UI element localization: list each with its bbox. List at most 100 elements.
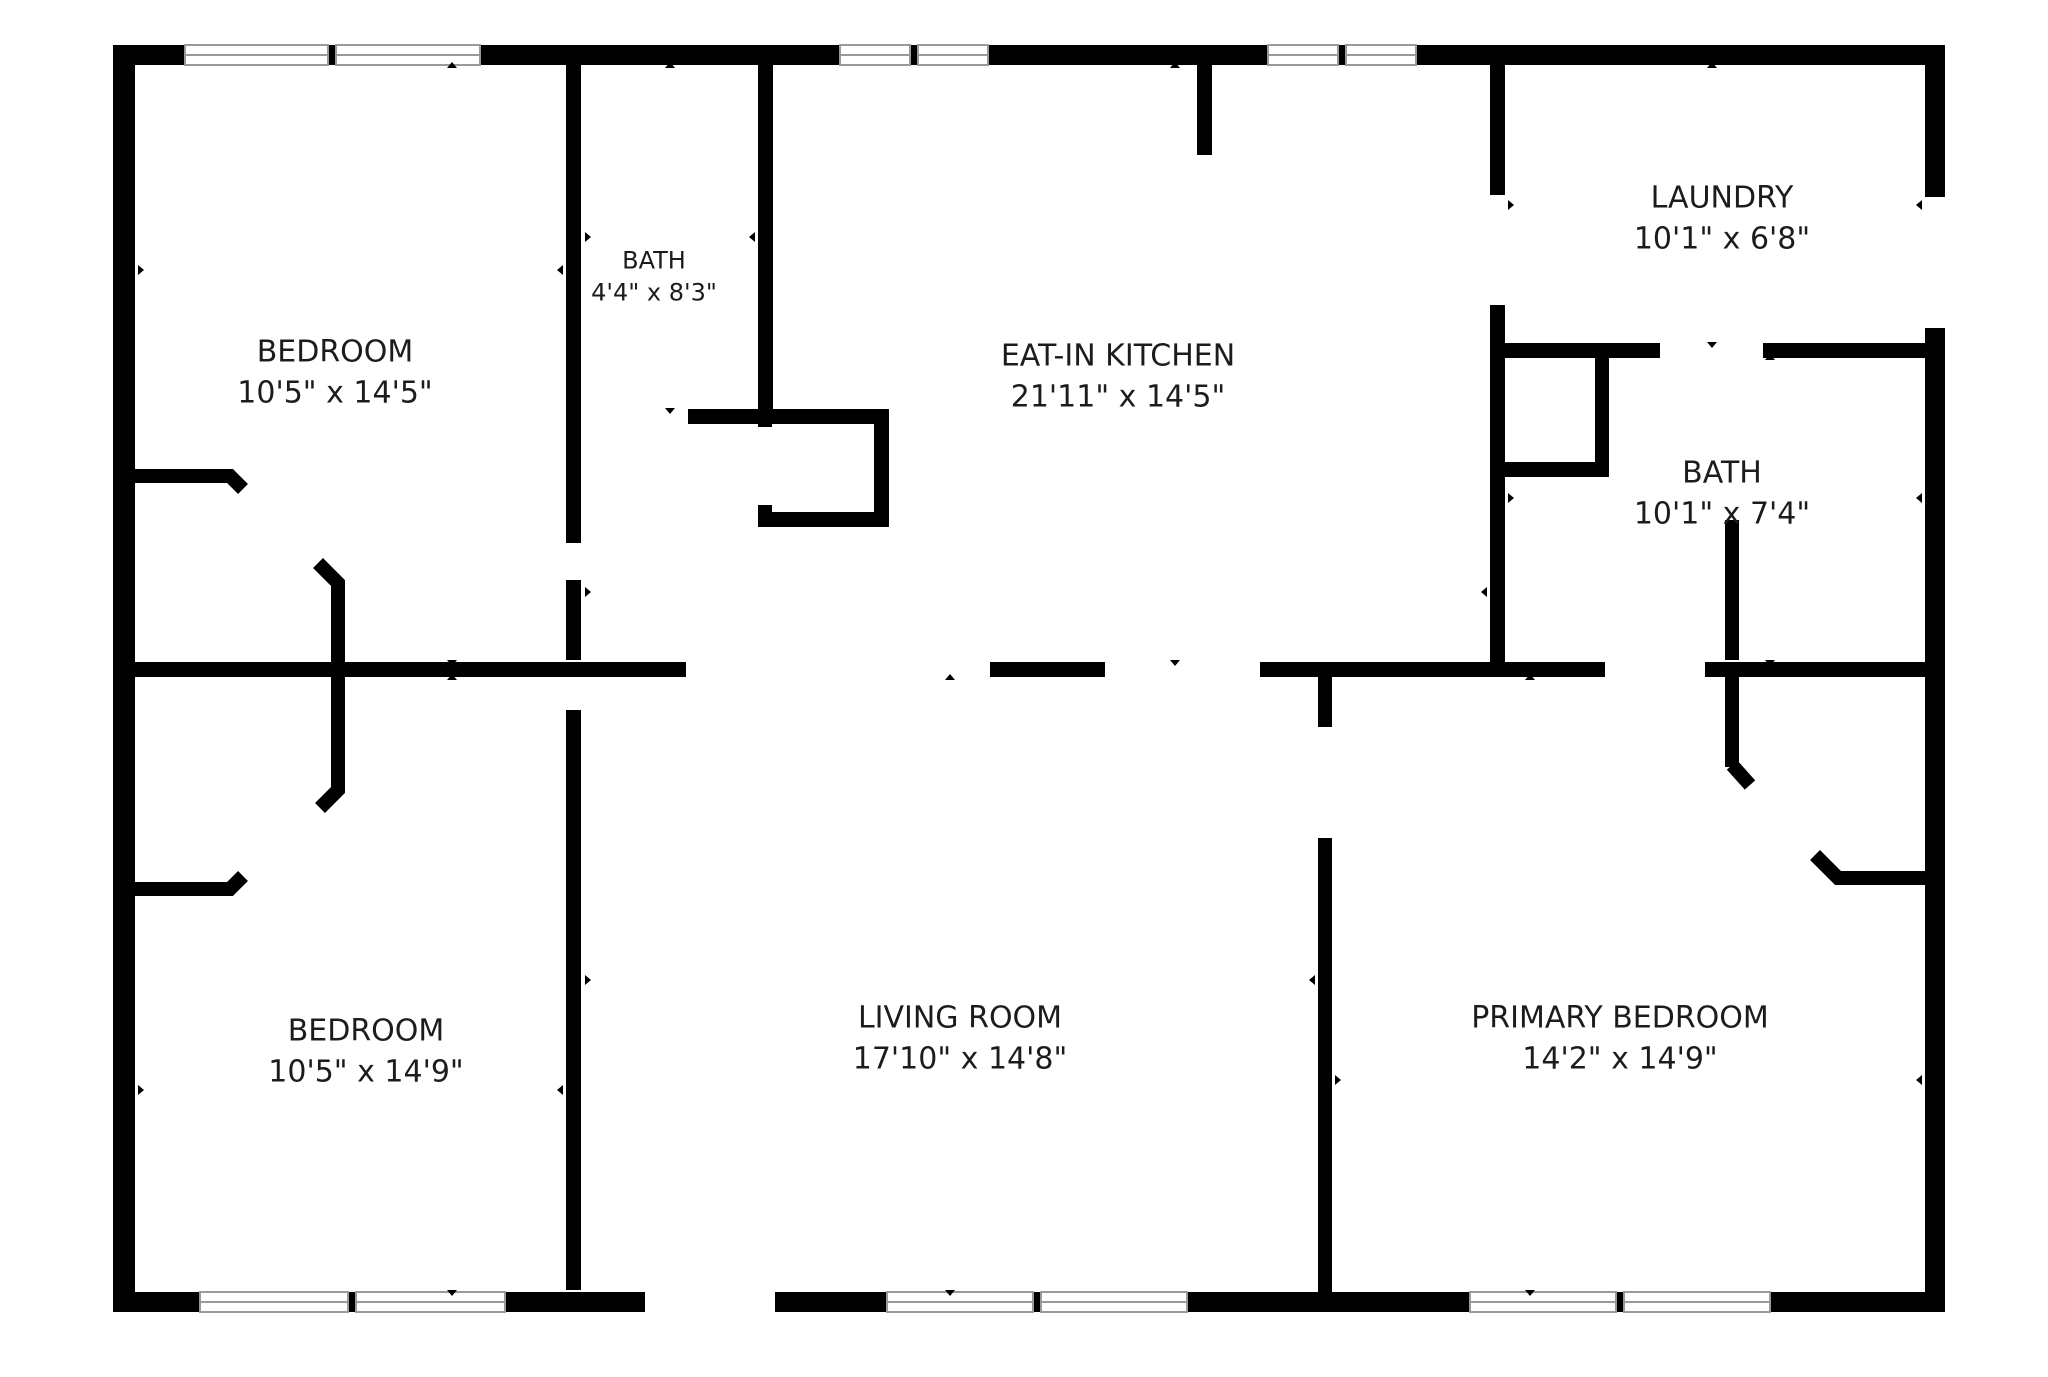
wall-bedroom-bath-lower xyxy=(566,580,581,660)
wall-bedroom-closet-right-bottom xyxy=(315,677,345,813)
wall-pantry-left-top xyxy=(758,409,772,427)
window xyxy=(184,44,481,66)
room-name: PRIMARY BEDROOM xyxy=(1471,1000,1769,1036)
dimension-marker xyxy=(585,232,591,242)
room-dimensions: 10'5" x 14'5" xyxy=(237,375,433,410)
dimension-marker xyxy=(1916,200,1922,210)
wall-bath-closet xyxy=(1595,358,1609,463)
room-primary-bedroom: PRIMARY BEDROOM 14'2" x 14'9" xyxy=(1471,999,1769,1080)
exterior-wall-left xyxy=(113,45,135,1312)
dimension-marker xyxy=(1916,493,1922,503)
room-dimensions: 4'4" x 8'3" xyxy=(591,279,717,307)
wall-living-primary xyxy=(1318,838,1332,1292)
wall-pantry-right xyxy=(874,409,889,527)
dimension-marker xyxy=(1525,1290,1535,1296)
wall-bedroom-closet-top xyxy=(135,469,248,494)
dimension-marker xyxy=(447,674,457,680)
wall-primary-closet-diag-a xyxy=(1726,760,1756,790)
dimension-marker xyxy=(447,1290,457,1296)
wall-primary-closet-vertical xyxy=(1725,677,1739,767)
room-name: BEDROOM xyxy=(256,334,414,370)
room-bedroom-lower: BEDROOM 10'5" x 14'9" xyxy=(268,1012,463,1093)
dimension-marker xyxy=(1170,62,1180,68)
dimension-marker xyxy=(1525,674,1535,680)
room-name: EAT-IN KITCHEN xyxy=(1000,338,1236,374)
dimension-marker xyxy=(447,660,457,666)
dimension-marker xyxy=(585,587,591,597)
dimension-marker xyxy=(557,265,563,275)
dimension-marker xyxy=(1508,200,1514,210)
dimension-marker xyxy=(1707,342,1717,348)
dimension-marker xyxy=(1335,1075,1341,1085)
dimension-marker xyxy=(749,232,755,242)
room-dimensions: 10'5" x 14'9" xyxy=(268,1054,464,1089)
window xyxy=(199,1291,506,1313)
dimension-markers xyxy=(138,62,1922,1296)
wall-living-primary-top xyxy=(1318,677,1332,727)
dimension-marker xyxy=(1170,660,1180,666)
dimension-marker xyxy=(447,62,457,68)
room-dimensions: 17'10" x 14'8" xyxy=(852,1041,1068,1076)
exterior-wall-top xyxy=(113,45,1945,65)
windows xyxy=(184,44,1944,1313)
wall-middle-kitchen-left xyxy=(990,662,1105,677)
dimension-marker xyxy=(945,1290,955,1296)
dimension-marker xyxy=(557,1085,563,1095)
window-kitchen-living xyxy=(1105,664,1260,675)
dimension-marker xyxy=(1508,493,1514,503)
dimension-marker xyxy=(1916,1075,1922,1085)
window-laundry-right xyxy=(1926,197,1944,328)
room-dimensions: 14'2" x 14'9" xyxy=(1522,1041,1718,1076)
window xyxy=(1469,1291,1771,1313)
dimension-marker xyxy=(665,62,675,68)
room-name: LIVING ROOM xyxy=(857,1000,1063,1036)
wall-bedroom-closet-bottom xyxy=(135,871,248,896)
dimension-marker xyxy=(138,1085,144,1095)
wall-middle-kitchen-right xyxy=(1260,662,1605,677)
wall-bedroom-bath xyxy=(566,65,581,543)
room-dimensions: 21'11" x 14'5" xyxy=(1010,379,1226,414)
room-bedroom-upper: BEDROOM 10'5" x 14'5" xyxy=(237,333,432,414)
window xyxy=(839,44,989,66)
wall-kitchen-stub xyxy=(1197,65,1212,155)
wall-laundry-bath-right xyxy=(1763,343,1925,358)
room-name: BATH xyxy=(622,246,686,275)
room-name: BEDROOM xyxy=(287,1013,445,1049)
room-living-room: LIVING ROOM 17'10" x 14'8" xyxy=(853,999,1068,1080)
wall-bath-bottom xyxy=(688,409,888,424)
dimension-marker xyxy=(1707,62,1717,68)
wall-laundry-bath-left xyxy=(1505,343,1660,358)
wall-bath-kitchen xyxy=(758,65,773,415)
room-dimensions: 10'1" x 6'8" xyxy=(1633,221,1811,256)
room-name: LAUNDRY xyxy=(1650,180,1794,216)
window xyxy=(1267,44,1417,66)
dimension-marker xyxy=(138,265,144,275)
dimension-marker xyxy=(945,674,955,680)
room-dimensions: 10'1" x 7'4" xyxy=(1633,496,1811,531)
wall-bath-closet-bottom xyxy=(1505,462,1609,477)
wall-primary-closet-diag-b xyxy=(1810,850,1925,885)
wall-middle-gap xyxy=(1705,662,1710,677)
room-eat-in-kitchen: EAT-IN KITCHEN 21'11" x 14'5" xyxy=(1001,337,1235,418)
room-bath-primary: BATH 10'1" x 7'4" xyxy=(1634,454,1810,535)
room-laundry: LAUNDRY 10'1" x 6'8" xyxy=(1634,179,1810,260)
wall-kitchen-bath xyxy=(1490,305,1505,662)
room-bath-small: BATH 4'4" x 8'3" xyxy=(591,245,717,310)
exterior-wall-right-upper xyxy=(1925,45,1945,197)
wall-bedroom-living xyxy=(566,710,581,1290)
dimension-marker xyxy=(585,975,591,985)
wall-middle-left xyxy=(135,662,686,677)
room-name: BATH xyxy=(1682,455,1762,491)
wall-middle-right xyxy=(1710,662,1945,677)
dimension-marker xyxy=(1481,587,1487,597)
dimension-marker xyxy=(1765,354,1775,360)
window xyxy=(886,1291,1188,1313)
dimension-marker xyxy=(1309,975,1315,985)
exterior-wall-right-lower xyxy=(1925,328,1945,1312)
wall-kitchen-laundry xyxy=(1490,65,1505,195)
dimension-marker xyxy=(665,408,675,414)
wall-pantry-bottom xyxy=(758,512,888,527)
wall-bedroom-closet-right-top xyxy=(313,558,345,662)
dimension-marker xyxy=(1765,660,1775,666)
